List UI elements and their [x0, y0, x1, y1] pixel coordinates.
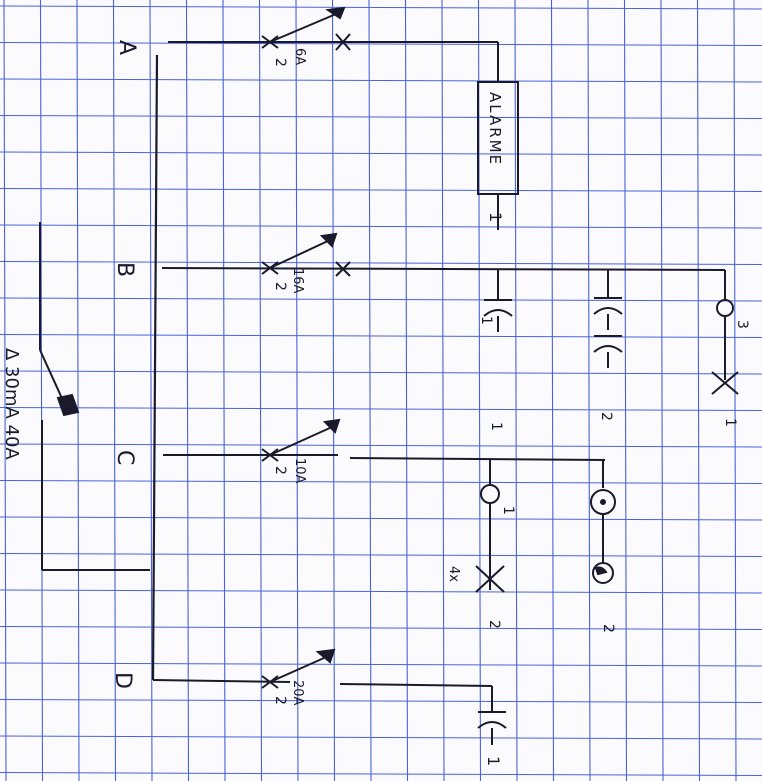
grid-line-horizontal — [0, 589, 762, 594]
grid-line-horizontal — [0, 735, 762, 740]
grid-line-horizontal — [0, 224, 762, 229]
count-outlet-d: 1 — [484, 756, 503, 766]
grid-line-horizontal — [0, 662, 762, 667]
branch-d — [152, 648, 507, 745]
count-labels: 1 1 2 3 1 1 1 4x 2 2 1 — [446, 212, 750, 766]
node-d-label: D — [110, 672, 135, 689]
breaker-d-rating: 20A — [290, 680, 305, 706]
count-alarm: 1 — [486, 212, 505, 222]
grid-line-vertical — [368, 0, 372, 781]
grid-line-vertical — [112, 0, 117, 781]
grid-line-horizontal — [0, 479, 762, 485]
grid-line-horizontal — [0, 552, 762, 558]
breaker-b-rating: 16A — [290, 268, 305, 294]
branch-b — [161, 232, 739, 395]
count-switch-c: 1 — [500, 506, 516, 515]
count-light-b: 3 — [734, 320, 750, 329]
grid-line-vertical — [222, 0, 226, 781]
grid-line-horizontal — [0, 698, 762, 704]
grid-line-vertical — [76, 0, 80, 781]
count-round-c2: 2 — [486, 620, 502, 629]
grid-line-horizontal — [0, 187, 762, 193]
grid-line-vertical — [404, 0, 409, 781]
count-outlet-b1: 1 — [478, 316, 494, 325]
count-switch-b: 1 — [722, 418, 738, 427]
node-c-label: C — [112, 450, 137, 465]
count-round-c3: 2 — [600, 624, 616, 633]
grid-line-vertical — [295, 0, 299, 781]
grid-line-vertical — [623, 0, 628, 781]
pole-a-label: 2 — [272, 58, 288, 67]
branch-a — [168, 6, 499, 230]
grid-line-horizontal — [0, 443, 762, 448]
node-labels: A B C D — [110, 40, 139, 689]
branch-c — [163, 418, 616, 593]
count-cross-c: 4x — [446, 566, 461, 582]
grid-line-horizontal — [0, 406, 762, 412]
grid-line-vertical — [3, 0, 7, 781]
grid-line-vertical — [441, 0, 445, 781]
node-b-label: B — [112, 262, 137, 277]
grid-line-vertical — [39, 0, 44, 781]
grid-line-vertical — [185, 0, 190, 781]
grid-line-vertical — [514, 0, 518, 781]
ddr-label: Δ 30mA 40A — [1, 348, 22, 460]
grid-line-vertical — [660, 0, 664, 781]
grid-line-horizontal — [0, 260, 762, 266]
grid-line-vertical — [696, 0, 701, 781]
grid-line-horizontal — [0, 333, 762, 339]
pole-c-label: 2 — [272, 466, 288, 475]
grid-line-horizontal — [0, 151, 762, 156]
ddr-device — [39, 222, 150, 571]
grid-line-horizontal — [0, 114, 762, 120]
grid-line-horizontal — [0, 771, 762, 777]
breaker-c-rating: 10A — [292, 458, 307, 484]
grid-line-vertical — [550, 0, 555, 781]
count-lamp-c: 1 — [488, 422, 504, 431]
breaker-a-rating: 6A — [292, 48, 307, 65]
grid-line-vertical — [587, 0, 591, 781]
alarm-box — [477, 81, 519, 195]
main-bus — [151, 54, 159, 681]
node-a-label: A — [114, 40, 139, 55]
grid-line-horizontal — [0, 5, 762, 10]
pole-b-label: 2 — [272, 282, 288, 291]
grid-line-horizontal — [0, 78, 762, 83]
ddr-label-group: Δ 30mA 40A — [1, 348, 22, 460]
pole-d-label: 2 — [272, 696, 288, 705]
grid-line-vertical — [149, 0, 153, 781]
rating-labels: 6A 16A 10A 20A 2 2 2 2 — [272, 48, 307, 706]
grid-line-vertical — [258, 0, 263, 781]
grid-line-horizontal — [0, 516, 762, 521]
grid-line-horizontal — [0, 297, 762, 302]
grid-line-horizontal — [0, 370, 762, 375]
alarm-label-group: ALARME — [486, 92, 504, 166]
alarm-label: ALARME — [486, 92, 504, 166]
grid-line-horizontal — [0, 41, 762, 47]
count-outlet-b2: 2 — [598, 412, 614, 421]
grid-line-horizontal — [0, 625, 762, 631]
